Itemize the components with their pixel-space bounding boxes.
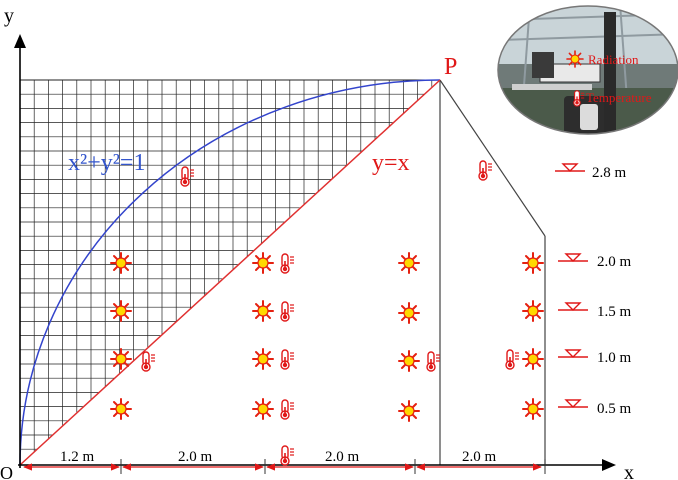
sun-icon <box>110 300 132 322</box>
point-p-label: P <box>444 54 457 80</box>
thermometer-icon <box>280 253 295 274</box>
thermometer-icon <box>280 445 295 466</box>
temperature-label: Temperature <box>586 90 652 105</box>
sun-icon <box>522 348 544 370</box>
height-label-2-0: 2.0 m <box>597 254 632 270</box>
thermometer-icon <box>280 349 295 370</box>
inset-border <box>497 5 678 135</box>
sun-icon <box>110 252 132 274</box>
radiation-sensors <box>110 252 544 422</box>
thermometer-icon <box>180 166 195 187</box>
sun-icon <box>252 398 274 420</box>
spacing-label-3: 2.0 m <box>325 449 360 465</box>
thermometer-icon <box>478 160 493 181</box>
thermometer-icon <box>505 349 520 370</box>
level-marker-icon <box>554 163 586 172</box>
sun-icon <box>522 398 544 420</box>
sun-icon <box>398 252 420 274</box>
radiation-label: Radiation <box>588 52 639 67</box>
level-marker-icon <box>557 302 589 311</box>
height-markers <box>554 163 589 408</box>
origin-label: O <box>0 463 13 480</box>
x-axis-label: x <box>624 462 634 480</box>
height-label-2-8: 2.8 m <box>592 165 627 181</box>
sun-icon <box>252 300 274 322</box>
sun-icon <box>566 50 584 68</box>
y-axis-label: y <box>4 5 14 27</box>
height-label-0-5: 0.5 m <box>597 401 632 417</box>
sun-icon <box>522 252 544 274</box>
sun-icon <box>398 350 420 372</box>
line-equation-label: y=x <box>372 150 410 176</box>
sun-icon <box>522 300 544 322</box>
thermometer-icon <box>426 351 441 372</box>
level-marker-icon <box>557 349 589 358</box>
temperature-sensors <box>141 160 520 466</box>
thermometer-icon <box>280 399 295 420</box>
thermometer-icon <box>280 301 295 322</box>
sun-icon <box>252 252 274 274</box>
spacing-label-1: 1.2 m <box>60 449 95 465</box>
circle-equation-label: x²+y²=1 <box>68 150 145 176</box>
spacing-label-2: 2.0 m <box>178 449 213 465</box>
sun-icon <box>252 348 274 370</box>
sun-icon <box>398 400 420 422</box>
sun-icon <box>398 302 420 324</box>
sun-icon <box>110 398 132 420</box>
diagonal-line <box>19 79 441 466</box>
dimension-ticks <box>120 459 546 474</box>
height-label-1-0: 1.0 m <box>597 350 632 366</box>
thermometer-icon <box>141 351 156 372</box>
unit-circle-arc <box>19 79 441 466</box>
level-marker-icon <box>557 399 589 408</box>
level-marker-icon <box>557 253 589 262</box>
spacing-label-4: 2.0 m <box>462 449 497 465</box>
greenhouse-outline <box>439 79 546 465</box>
sun-icon <box>110 348 132 370</box>
height-label-1-5: 1.5 m <box>597 304 632 320</box>
